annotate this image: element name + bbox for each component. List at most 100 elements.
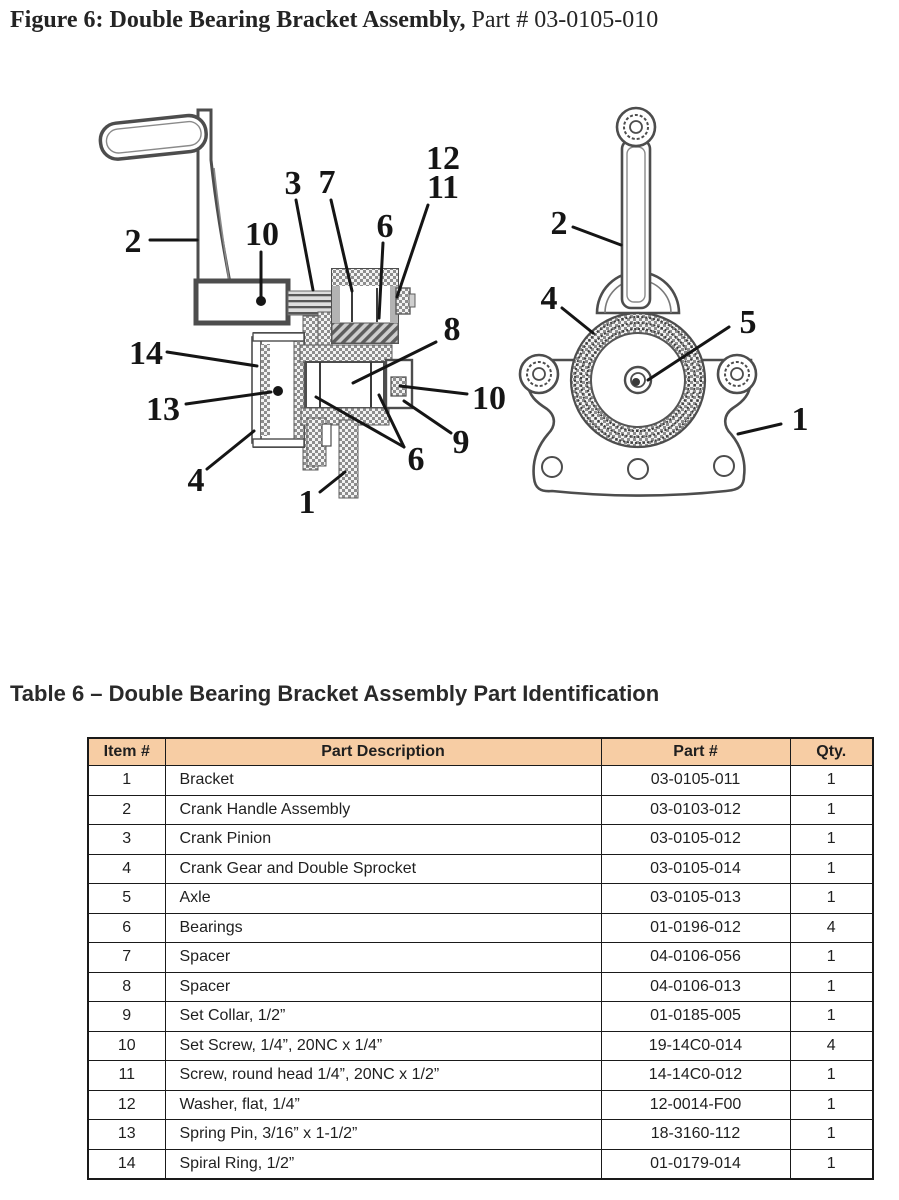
callout-left-10b: 10 bbox=[472, 380, 506, 417]
cell-part-description: Screw, round head 1/4”, 20NC x 1/2” bbox=[164, 1060, 602, 1091]
cell-item-number: 9 bbox=[87, 1001, 166, 1032]
figure-title: Figure 6: Double Bearing Bracket Assembl… bbox=[10, 7, 658, 34]
cell-quantity: 1 bbox=[789, 853, 874, 884]
parts-table: Item # Part Description Part # Qty. 1 Br… bbox=[87, 737, 874, 1180]
cell-item-number: 14 bbox=[87, 1148, 166, 1180]
col-header-qty: Qty. bbox=[789, 737, 874, 766]
callout-left-12: 12 bbox=[426, 140, 460, 177]
callout-left-2: 2 bbox=[125, 223, 142, 260]
cell-part-description: Washer, flat, 1/4” bbox=[164, 1089, 602, 1120]
callout-right-5: 5 bbox=[740, 304, 757, 341]
cell-part-description: Spring Pin, 3/16” x 1-1/2” bbox=[164, 1119, 602, 1150]
spring-pin-dot bbox=[273, 386, 283, 396]
set-collar bbox=[384, 358, 414, 410]
cell-part-number: 03-0105-013 bbox=[600, 883, 791, 914]
cell-quantity: 4 bbox=[789, 912, 874, 943]
pinion-top-band bbox=[332, 269, 398, 286]
callout-left-14: 14 bbox=[129, 335, 163, 372]
callout-left-3: 3 bbox=[285, 165, 302, 202]
left-view-section: 2 10 3 7 6 12 11 8 10 9 6 14 13 4 1 bbox=[98, 108, 507, 521]
cell-part-number: 03-0103-012 bbox=[600, 794, 791, 825]
callout-right-4: 4 bbox=[541, 280, 558, 317]
figure-title-bold: Figure 6: Double Bearing Bracket Assembl… bbox=[10, 7, 466, 33]
bracket-leg bbox=[338, 419, 359, 499]
cell-part-description: Bracket bbox=[164, 765, 602, 796]
figure-title-part-number: Part # 03-0105-010 bbox=[465, 7, 659, 33]
cell-item-number: 11 bbox=[87, 1060, 166, 1091]
cell-quantity: 1 bbox=[789, 824, 874, 855]
cell-part-number: 19-14C0-014 bbox=[600, 1030, 791, 1061]
cell-item-number: 12 bbox=[87, 1089, 166, 1120]
cell-part-number: 03-0105-012 bbox=[600, 824, 791, 855]
table-row: 6 Bearings 01-0196-012 4 bbox=[87, 912, 874, 943]
cell-item-number: 2 bbox=[87, 794, 166, 825]
callout-left-13: 13 bbox=[146, 391, 180, 428]
cell-part-number: 12-0014-F00 bbox=[600, 1089, 791, 1120]
cell-part-number: 03-0105-014 bbox=[600, 853, 791, 884]
cell-item-number: 10 bbox=[87, 1030, 166, 1061]
table-row: 5 Axle 03-0105-013 1 bbox=[87, 883, 874, 914]
table-row: 7 Spacer 04-0106-056 1 bbox=[87, 942, 874, 973]
mount-hole bbox=[627, 458, 649, 480]
cell-quantity: 1 bbox=[789, 765, 874, 796]
cell-part-description: Spacer bbox=[164, 971, 602, 1002]
table-row: 10 Set Screw, 1/4”, 20NC x 1/4” 19-14C0-… bbox=[87, 1030, 874, 1061]
table-header-row: Item # Part Description Part # Qty. bbox=[87, 737, 874, 766]
pinion-left-wall bbox=[332, 286, 340, 323]
ear-left bbox=[518, 353, 560, 395]
callout-left-1: 1 bbox=[299, 484, 316, 521]
cell-part-description: Set Screw, 1/4”, 20NC x 1/4” bbox=[164, 1030, 602, 1061]
table-row: 2 Crank Handle Assembly 03-0103-012 1 bbox=[87, 794, 874, 825]
cell-quantity: 1 bbox=[789, 1119, 874, 1150]
cell-item-number: 5 bbox=[87, 883, 166, 914]
table-row: 8 Spacer 04-0106-013 1 bbox=[87, 971, 874, 1002]
cell-quantity: 1 bbox=[789, 942, 874, 973]
bearing-band-top bbox=[299, 344, 393, 363]
table-row: 13 Spring Pin, 3/16” x 1-1/2” 18-3160-11… bbox=[87, 1119, 874, 1150]
cell-item-number: 1 bbox=[87, 765, 166, 796]
assembly-diagram: 2 10 3 7 6 12 11 8 10 9 6 14 13 4 1 bbox=[98, 106, 809, 521]
cell-quantity: 1 bbox=[789, 1060, 874, 1091]
right-view-front: 2 4 5 1 bbox=[518, 106, 809, 497]
cell-part-number: 01-0185-005 bbox=[600, 1001, 791, 1032]
cell-part-description: Crank Handle Assembly bbox=[164, 794, 602, 825]
callout-left-4: 4 bbox=[188, 462, 205, 499]
mount-hole bbox=[713, 455, 735, 477]
cell-quantity: 1 bbox=[789, 794, 874, 825]
cell-quantity: 1 bbox=[789, 1148, 874, 1180]
cell-item-number: 7 bbox=[87, 942, 166, 973]
callout-right-2: 2 bbox=[551, 205, 568, 242]
left-callout-leaders bbox=[148, 198, 469, 494]
cell-quantity: 1 bbox=[789, 883, 874, 914]
pinion-bottom-band bbox=[331, 322, 399, 344]
support-slot bbox=[321, 423, 332, 447]
col-header-description: Part Description bbox=[164, 737, 602, 766]
callout-right-1: 1 bbox=[792, 401, 809, 438]
callout-left-9: 9 bbox=[453, 424, 470, 461]
cell-part-description: Set Collar, 1/2” bbox=[164, 1001, 602, 1032]
gear-disc bbox=[251, 332, 305, 448]
cell-quantity: 1 bbox=[789, 971, 874, 1002]
spiral-ring-band bbox=[261, 344, 270, 436]
callout-left-10a: 10 bbox=[245, 216, 279, 253]
pinion-right-wall bbox=[390, 286, 398, 323]
table-row: 12 Washer, flat, 1/4” 12-0014-F00 1 bbox=[87, 1089, 874, 1120]
parts-table-body: 1 Bracket 03-0105-011 1 2 Crank Handle A… bbox=[87, 765, 874, 1180]
cell-quantity: 1 bbox=[789, 1089, 874, 1120]
callout-left-6a: 6 bbox=[377, 208, 394, 245]
left-callout-labels: 2 10 3 7 6 12 11 8 10 9 6 14 13 4 1 bbox=[125, 140, 507, 521]
gear-front bbox=[569, 311, 707, 449]
cell-part-description: Axle bbox=[164, 883, 602, 914]
callout-left-11: 11 bbox=[427, 169, 459, 206]
callout-left-8: 8 bbox=[444, 311, 461, 348]
table-title: Table 6 – Double Bearing Bracket Assembl… bbox=[10, 681, 660, 706]
callout-left-7: 7 bbox=[319, 164, 336, 201]
splined-shaft bbox=[287, 290, 336, 316]
cell-part-description: Bearings bbox=[164, 912, 602, 943]
cell-part-description: Crank Gear and Double Sprocket bbox=[164, 853, 602, 884]
cell-item-number: 4 bbox=[87, 853, 166, 884]
crank-grip bbox=[98, 113, 208, 161]
mount-hole bbox=[541, 456, 563, 478]
pinion-housing bbox=[331, 268, 399, 344]
